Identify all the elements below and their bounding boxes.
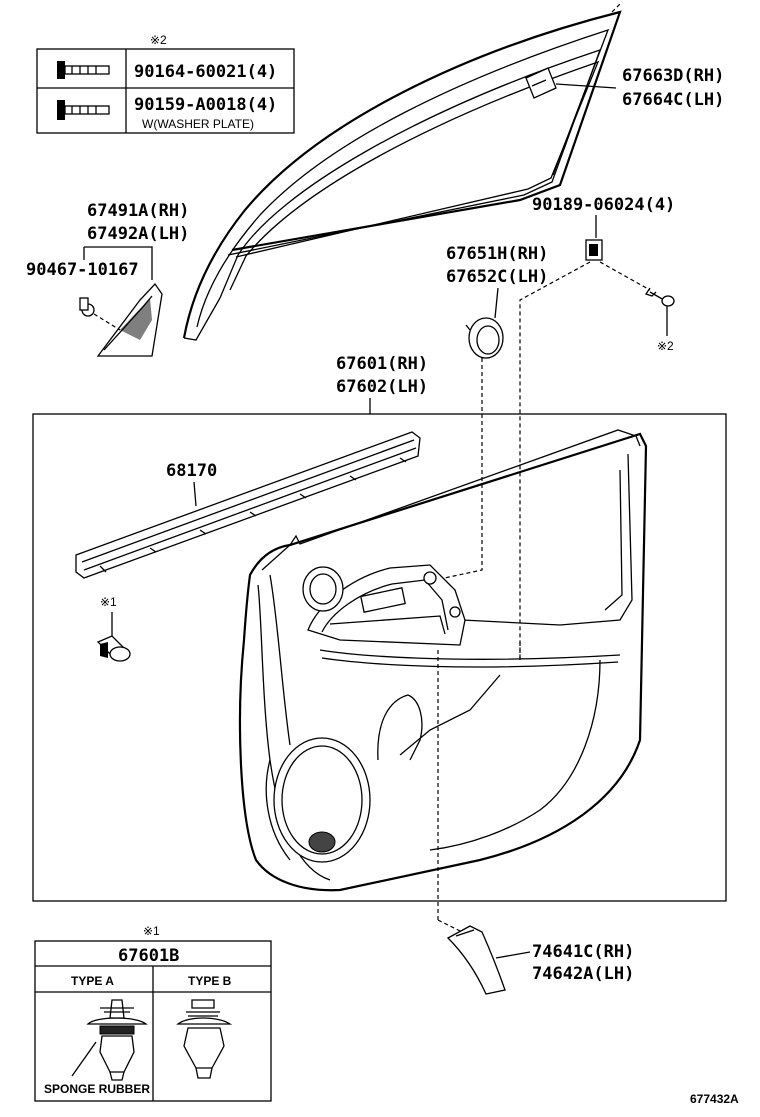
clip-table-note: ※1 [143, 924, 160, 938]
speaker-grille [273, 737, 371, 863]
fastener-part-1: 90164-60021(4) [134, 62, 277, 82]
clip-icon [96, 635, 131, 662]
lower-trim-label-lh: 74642A(LH) [532, 964, 634, 984]
bolt-icon [57, 61, 110, 79]
cover-label-lh: 67652C(LH) [446, 267, 548, 287]
glass-clip-label-rh: 67663D(RH) [622, 66, 724, 86]
corner-screw-label: 90467-10167 [26, 260, 139, 280]
corner-piece-label-rh: 67491A(RH) [87, 201, 189, 221]
bolt-with-washer-icon [57, 100, 110, 120]
screw-icon [644, 287, 675, 307]
weatherstrip-label: 68170 [166, 461, 217, 481]
clip-type-b-label: TYPE B [188, 974, 232, 988]
clip-sponge-label: SPONGE RUBBER [44, 1082, 150, 1096]
door-frame [182, 1, 623, 341]
fastener-part-2: 90159-A0018(4) [134, 95, 277, 115]
corner-screw-icon [79, 297, 121, 331]
screw-note: ※2 [657, 339, 674, 353]
clip-type-a-label: TYPE A [71, 974, 114, 988]
fastener-table-note: ※2 [150, 33, 167, 47]
screw-nut-icon [585, 239, 603, 261]
glass-clip-label-lh: 67664C(LH) [622, 90, 724, 110]
lower-trim-label-rh: 74641C(RH) [532, 942, 634, 962]
fastener-table-border [36, 48, 295, 134]
figure-code: 677432A [690, 1092, 739, 1106]
weatherstrip-icon [75, 431, 421, 579]
lower-trim-icon [446, 925, 506, 995]
corner-piece-label-lh: 67492A(LH) [87, 224, 189, 244]
trim-board-box [32, 413, 727, 902]
clip-note: ※1 [100, 595, 117, 609]
clip-table-part: 67601B [118, 946, 179, 966]
cover-label-rh: 67651H(RH) [446, 244, 548, 264]
trim-board-label-lh: 67602(LH) [336, 377, 428, 397]
clip-type-table: ※1 67601B TYPE A TYPE B SPONGE RUBBER [34, 924, 272, 1102]
fastener-part-2-note: W(WASHER PLATE) [142, 117, 254, 131]
corner-piece-icon [96, 282, 163, 357]
screw-label: 90189-06024(4) [532, 195, 675, 215]
clip-type-a-icon [86, 999, 148, 1081]
door-trim-panel [238, 429, 648, 892]
cover-cap-icon [465, 317, 504, 359]
fastener-table: ※2 90164-60021(4) 90159-A0018(4) W(WASHE… [36, 33, 295, 134]
clip-type-b-icon [176, 999, 233, 1079]
trim-board-label-rh: 67601(RH) [336, 354, 428, 374]
glass-clip [525, 67, 617, 99]
